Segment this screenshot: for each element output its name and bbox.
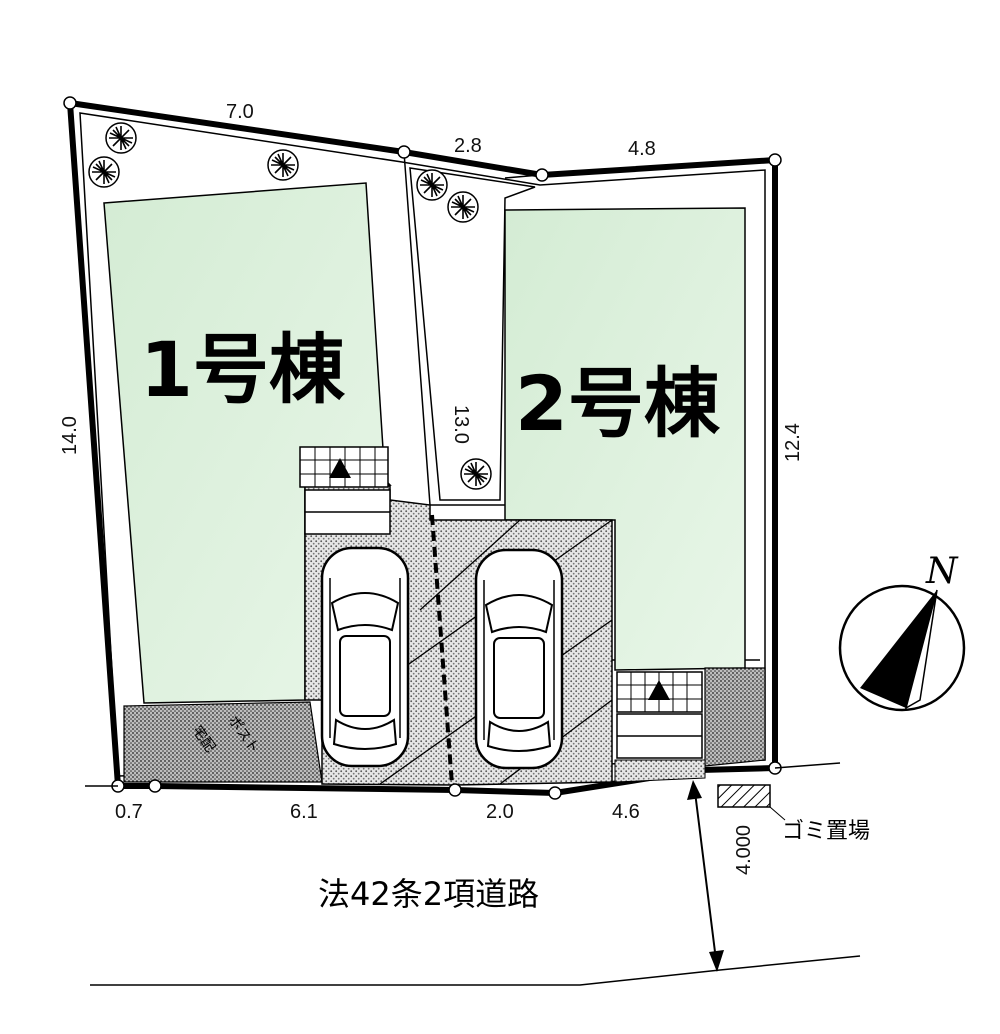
lot1-label: 1号棟	[140, 325, 346, 414]
lot2-garden-strip	[409, 167, 536, 501]
entrance-2-marker	[648, 680, 670, 700]
dim-bottom-d: 4.6	[612, 801, 640, 823]
tree-icon	[416, 169, 448, 201]
dim-right: 12.4	[782, 423, 804, 462]
entrance-2	[616, 671, 703, 759]
car-1	[320, 546, 410, 768]
dim-left: 14.0	[59, 416, 81, 455]
dim-bottom-c: 2.0	[486, 801, 514, 823]
dim-top-left: 7.0	[226, 101, 254, 123]
arrow-head-bottom	[709, 950, 724, 972]
tree-icon	[447, 191, 479, 223]
tree-icon	[267, 149, 299, 181]
corner-markers	[63, 96, 782, 800]
road-edge-near-right	[774, 762, 841, 769]
dim-top-mid: 2.8	[454, 135, 482, 157]
north-compass	[838, 584, 966, 712]
planting-bed-2b	[614, 759, 706, 783]
car-2	[474, 548, 564, 770]
north-label: N	[925, 551, 959, 592]
parking-divider	[430, 514, 454, 786]
dim-bottom-a: 0.7	[115, 801, 143, 823]
dim-top-right: 4.8	[628, 138, 656, 160]
planting-bed-2	[704, 667, 766, 767]
dim-bottom-b: 6.1	[290, 801, 318, 823]
site-inner-line	[79, 112, 766, 777]
dim-road-width: 4.000	[733, 825, 755, 875]
tree-icon	[105, 122, 137, 154]
road-width-arrow	[694, 791, 717, 961]
dim-center: 13.0	[450, 405, 472, 444]
road-edge-far	[90, 955, 861, 986]
entrance-1-marker	[329, 458, 351, 478]
planting-bed-1	[123, 701, 323, 783]
entrance-1	[299, 446, 391, 535]
road-label: 法42条2項道路	[318, 875, 539, 913]
arrow-head-top	[687, 780, 702, 800]
garbage-label: ゴミ置場	[782, 819, 870, 844]
garbage-leader	[769, 806, 786, 821]
lot2-label: 2号棟	[515, 359, 721, 448]
tree-icon	[88, 156, 120, 188]
tree-icon	[460, 458, 492, 490]
garbage-area	[717, 784, 771, 808]
